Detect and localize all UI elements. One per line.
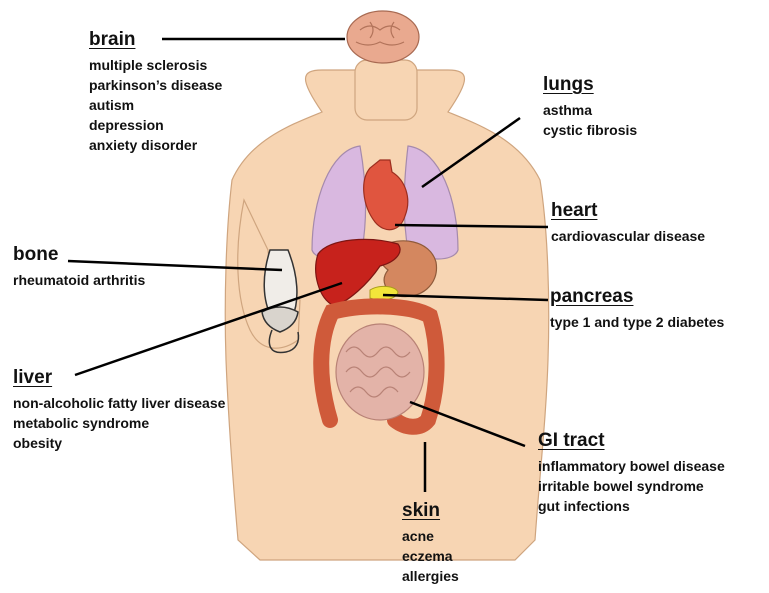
gi-tract-condition: irritable bowel syndrome: [538, 476, 725, 496]
heart-label-group: heart cardiovascular disease: [551, 200, 705, 246]
brain-condition: depression: [89, 115, 222, 135]
small-intestine-icon: [336, 324, 424, 420]
gi-tract-condition: gut infections: [538, 496, 725, 516]
liver-label-group: liver non-alcoholic fatty liver disease …: [13, 367, 225, 453]
skin-heading: skin: [402, 500, 459, 522]
lungs-label-group: lungs asthma cystic fibrosis: [543, 74, 637, 140]
gi-tract-condition: inflammatory bowel disease: [538, 456, 725, 476]
liver-condition: obesity: [13, 433, 225, 453]
brain-condition: autism: [89, 95, 222, 115]
pancreas-condition: type 1 and type 2 diabetes: [550, 312, 724, 332]
liver-heading: liver: [13, 367, 225, 389]
liver-condition: non-alcoholic fatty liver disease: [13, 393, 225, 413]
skin-condition: eczema: [402, 546, 459, 566]
pancreas-label-group: pancreas type 1 and type 2 diabetes: [550, 286, 724, 332]
skin-condition: allergies: [402, 566, 459, 586]
lungs-condition: asthma: [543, 100, 637, 120]
gi-tract-heading: GI tract: [538, 430, 725, 452]
brain-condition: parkinson’s disease: [89, 75, 222, 95]
brain-condition: anxiety disorder: [89, 135, 222, 155]
brain-label-group: brain multiple sclerosis parkinson’s dis…: [89, 29, 222, 155]
liver-condition: metabolic syndrome: [13, 413, 225, 433]
bone-heading: bone: [13, 244, 145, 266]
brain-condition: multiple sclerosis: [89, 55, 222, 75]
lungs-condition: cystic fibrosis: [543, 120, 637, 140]
brain-icon: [347, 11, 419, 63]
heart-condition: cardiovascular disease: [551, 226, 705, 246]
skin-condition: acne: [402, 526, 459, 546]
lungs-heading: lungs: [543, 74, 637, 96]
gi-tract-label-group: GI tract inflammatory bowel disease irri…: [538, 430, 725, 516]
heart-heading: heart: [551, 200, 705, 222]
bone-condition: rheumatoid arthritis: [13, 270, 145, 290]
bone-label-group: bone rheumatoid arthritis: [13, 244, 145, 290]
neck: [355, 60, 417, 120]
pancreas-heading: pancreas: [550, 286, 724, 308]
skin-label-group: skin acne eczema allergies: [402, 500, 459, 586]
brain-heading: brain: [89, 29, 222, 51]
